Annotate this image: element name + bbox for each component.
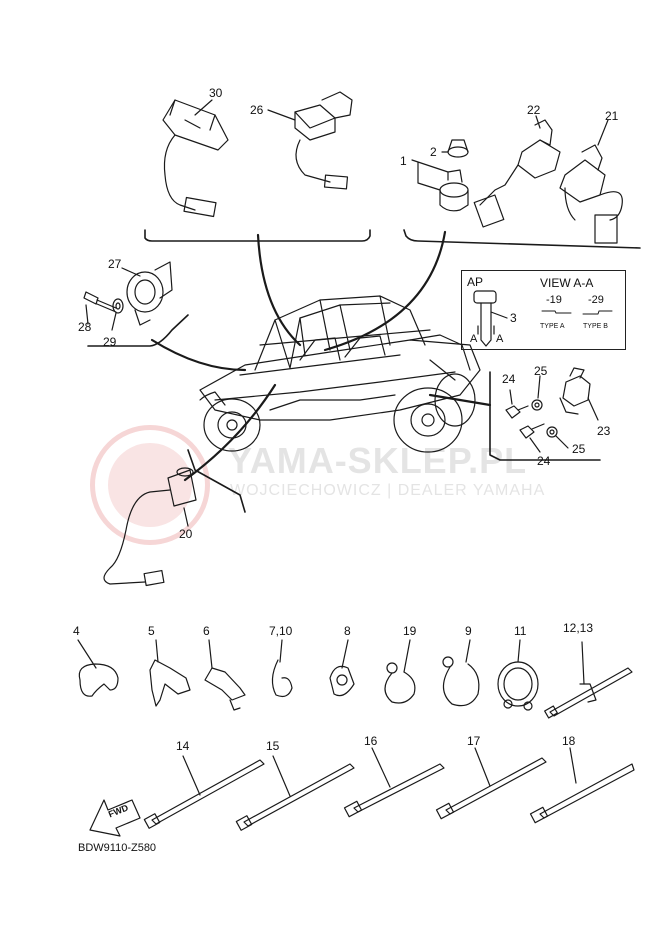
label-part-8: 8 [344,624,351,638]
vehicle-illustration [199,295,481,453]
part-23-sensor [559,367,599,421]
label-part-27: 27 [108,257,122,271]
label-part-23: 23 [597,424,611,438]
ap-label: AP [467,275,484,289]
label-part-7-10: 7,10 [269,624,293,638]
label-part-29: 29 [103,335,117,349]
label-part-24-bottom: 24 [537,454,551,468]
label-part-3: 3 [510,311,517,325]
label-part-24-top: 24 [502,372,516,386]
label-part-2: 2 [430,145,437,159]
label-part-18: 18 [562,734,576,748]
part-22-switch [473,115,561,228]
label-part-25-top: 25 [534,364,548,378]
label-part-30: 30 [209,86,223,100]
section-a-right: A [496,333,504,345]
section-a-left: A [470,333,478,345]
label-part-9: 9 [465,624,472,638]
fwd-arrow-icon [89,799,141,837]
part-27-horn [121,261,173,326]
view-a-a-title: VIEW A-A [540,276,594,290]
watermark-logo-inner [108,443,192,527]
view-a-a-box [461,270,626,350]
clamps-row [77,639,633,719]
label-part-26: 26 [250,103,264,117]
label-part-20: 20 [179,527,193,541]
label-part-22: 22 [527,103,541,117]
part-25-washer [531,375,569,449]
part-29-washer [111,298,124,331]
part-30-meter-assembly [162,99,229,218]
label-part-6: 6 [203,624,210,638]
diagram-code: BDW9110-Z580 [78,842,157,854]
label-part-19: 19 [403,624,417,638]
part-21-switch [559,119,623,244]
part-20-sensor [103,467,197,587]
leader-lines [150,230,492,482]
label-part-15: 15 [266,739,280,753]
view-value-29: -29 [588,294,604,306]
label-part-12-13: 12,13 [563,621,594,635]
watermark-logo [90,425,210,545]
label-part-1: 1 [400,154,407,168]
group-brackets [87,229,641,513]
label-part-14: 14 [176,739,190,753]
label-part-11: 11 [514,624,527,638]
label-part-17: 17 [467,734,481,748]
view-value-19: -19 [546,294,562,306]
type-a-label: TYPE A [540,323,565,330]
label-part-4: 4 [73,624,80,638]
part-24-bolt [505,389,545,453]
label-part-21: 21 [605,109,619,123]
label-part-28: 28 [78,320,92,334]
key-illustration [473,290,613,347]
part-26-relay-assembly [267,91,353,190]
label-part-25-bottom: 25 [572,442,586,456]
label-part-16: 16 [364,734,378,748]
cable-ties-row [143,747,635,831]
label-part-5: 5 [148,624,155,638]
type-b-label: TYPE B [583,323,608,330]
part-1-main-switch [411,139,469,212]
